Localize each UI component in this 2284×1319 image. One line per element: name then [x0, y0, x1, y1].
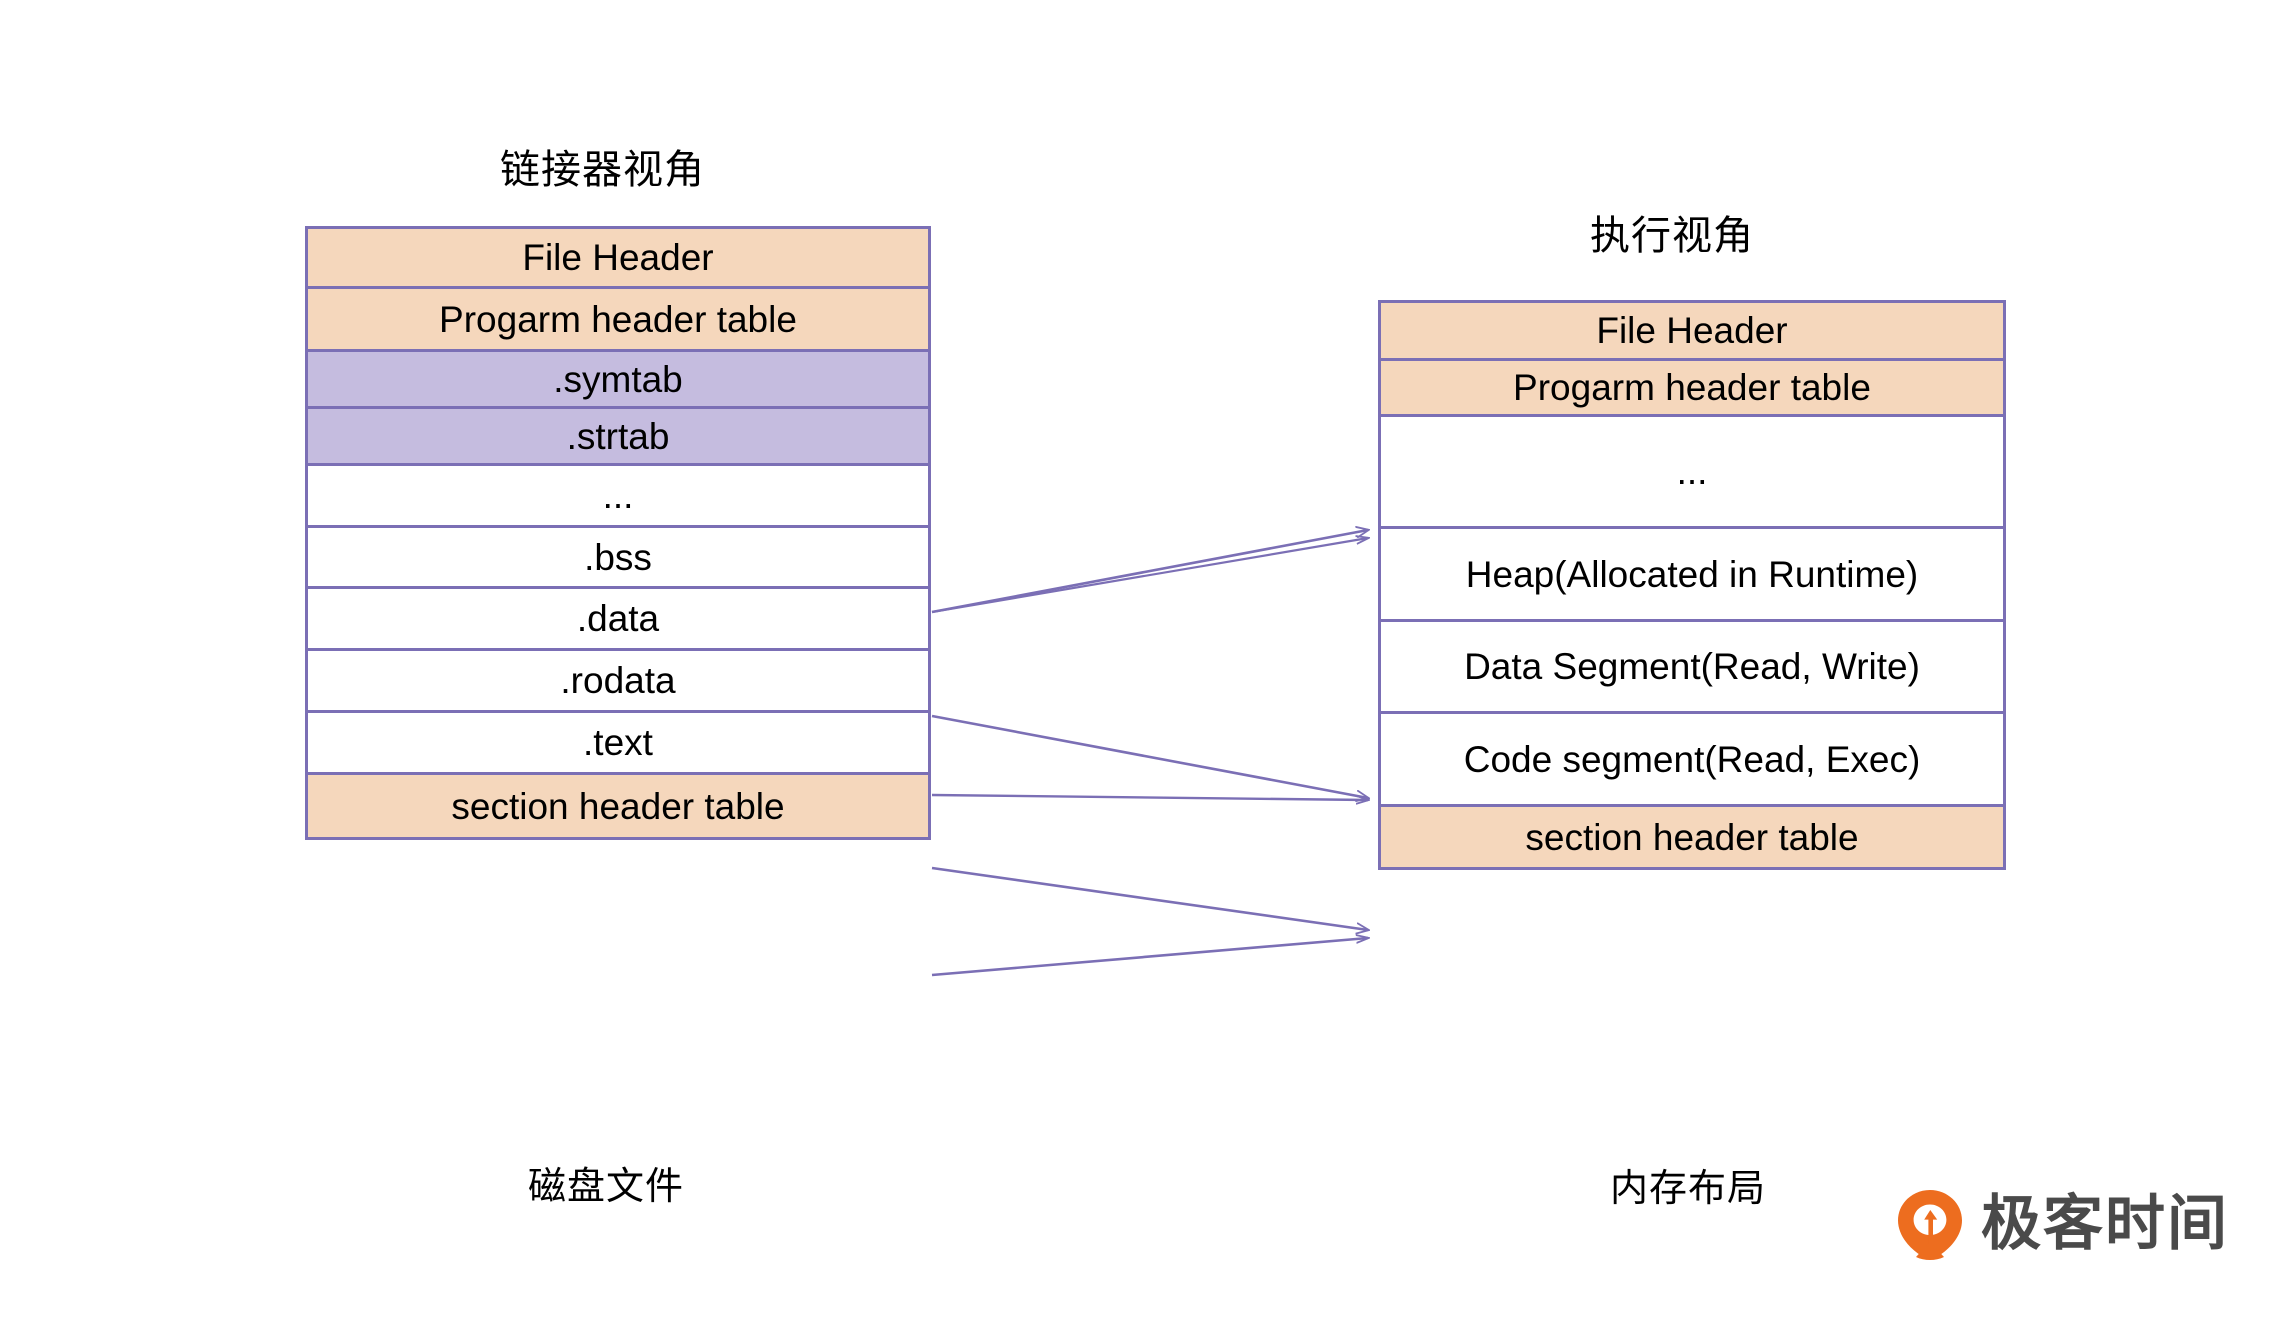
- row-label: ...: [602, 475, 634, 516]
- row-label: .text: [583, 722, 653, 763]
- exec-row-file-header[interactable]: File Header: [1381, 303, 2003, 361]
- linker-row-bss[interactable]: .bss: [308, 528, 928, 589]
- row-label: section header table: [1525, 816, 1859, 858]
- exec-row-section-header-table[interactable]: section header table: [1381, 807, 2003, 867]
- linker-row-strtab[interactable]: .strtab: [308, 409, 928, 466]
- exec-row-code-segment[interactable]: Code segment(Read, Exec): [1381, 714, 2003, 807]
- arrow-text-to-code-segment: [931, 938, 1368, 977]
- linker-row-program-header-table[interactable]: Progarm header table: [308, 289, 928, 352]
- brand-wordmark: 极客时间: [1981, 1190, 2229, 1257]
- row-label: .symtab: [553, 358, 683, 400]
- linker-row-file-header[interactable]: File Header: [308, 229, 928, 289]
- execution-view-title: 执行视角: [1590, 214, 1754, 258]
- exec-row-ellipsis[interactable]: ...: [1381, 417, 2003, 529]
- execution-view-table: File Header Progarm header table ... Hea…: [1378, 300, 2006, 870]
- row-label: section header table: [451, 785, 785, 827]
- arrow-data-to-data-segment: [931, 793, 1368, 800]
- row-label: Progarm header table: [1513, 367, 1871, 408]
- row-label: Code segment(Read, Exec): [1463, 738, 1921, 780]
- exec-row-data-segment[interactable]: Data Segment(Read, Write): [1381, 622, 2003, 714]
- arrow-rodata-to-code-segment: [931, 866, 1368, 930]
- geektime-pin-icon: [1898, 1190, 1962, 1260]
- arrow-bss-to-data-segment: [931, 714, 1368, 798]
- arrow-dots-to-dots: [931, 530, 1368, 614]
- linker-row-data[interactable]: .data: [308, 589, 928, 651]
- brand-logo: 极客时间: [1895, 1188, 2229, 1260]
- row-label: ...: [1676, 451, 1708, 492]
- exec-row-heap[interactable]: Heap(Allocated in Runtime): [1381, 529, 2003, 622]
- execution-view-caption: 内存布局: [1610, 1168, 1767, 1210]
- linker-row-symtab[interactable]: .symtab: [308, 352, 928, 409]
- linker-view-caption: 磁盘文件: [528, 1166, 685, 1208]
- row-label: Heap(Allocated in Runtime): [1465, 553, 1919, 595]
- exec-row-program-header-table[interactable]: Progarm header table: [1381, 361, 2003, 417]
- linker-row-section-header-table[interactable]: section header table: [308, 775, 928, 837]
- linker-view-title: 链接器视角: [500, 148, 705, 192]
- row-label: File Header: [1596, 310, 1788, 351]
- row-label: .strtab: [566, 415, 670, 457]
- row-label: .rodata: [560, 660, 676, 701]
- linker-view-table: File Header Progarm header table .symtab…: [305, 226, 931, 840]
- row-label: Data Segment(Read, Write): [1464, 646, 1920, 687]
- linker-row-rodata[interactable]: .rodata: [308, 651, 928, 713]
- row-label: .data: [576, 598, 660, 639]
- row-label: Progarm header table: [439, 298, 797, 340]
- row-label: File Header: [522, 237, 714, 278]
- row-label: .bss: [584, 536, 652, 578]
- linker-row-ellipsis[interactable]: ...: [308, 466, 928, 528]
- linker-row-text[interactable]: .text: [308, 713, 928, 775]
